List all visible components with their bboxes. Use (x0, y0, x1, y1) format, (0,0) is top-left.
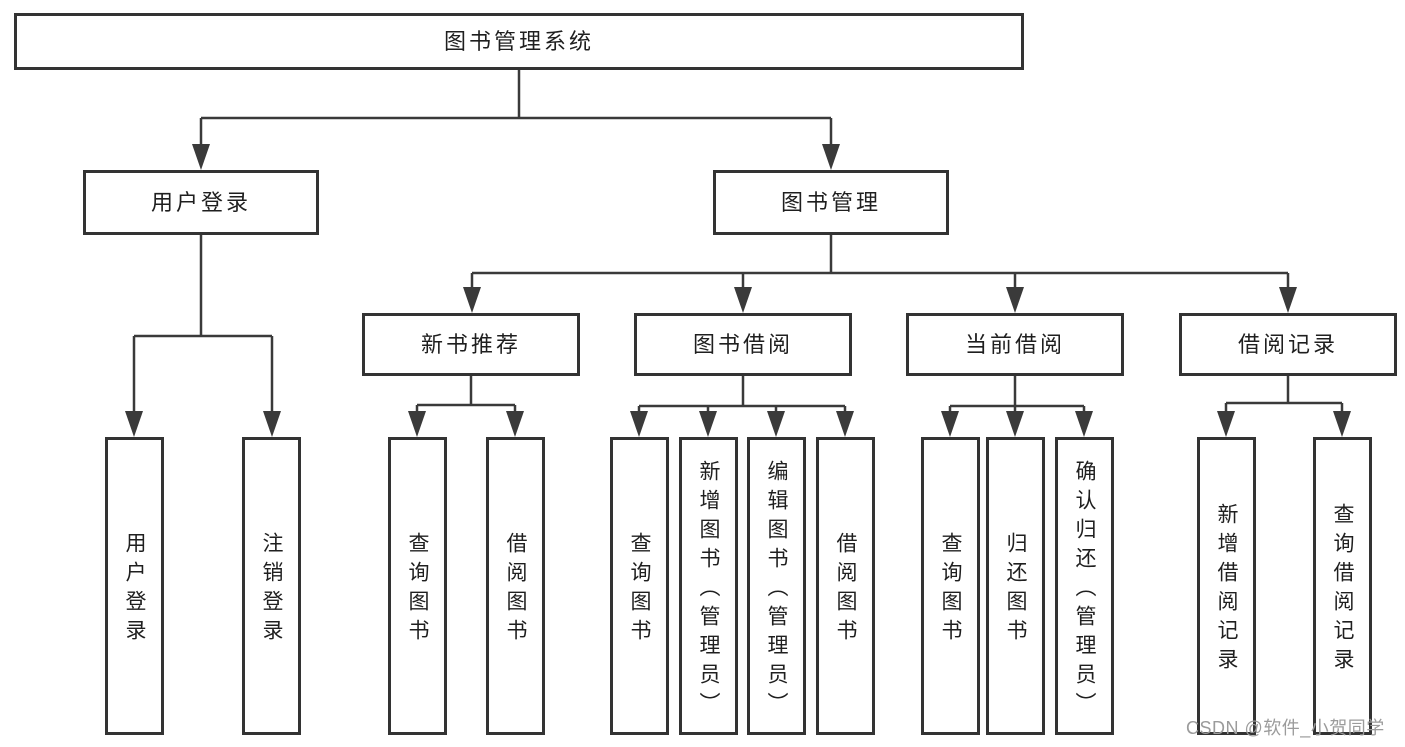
node-label: 图书管理 (780, 189, 881, 215)
node-label: 查询图书 (939, 532, 962, 648)
node-label: 查询图书 (406, 532, 429, 648)
leaf-user-login: 用户登录 (105, 437, 164, 735)
arrow-down-icon (767, 411, 785, 437)
arrow-down-icon (463, 287, 481, 313)
leaf-borrow-books-borrow: 借阅图书 (816, 437, 875, 735)
leaf-logout: 注销登录 (242, 437, 301, 735)
arrow-down-icon (836, 411, 854, 437)
node-current-borrowing: 当前借阅 (906, 313, 1124, 376)
node-label: 新书推荐 (420, 331, 521, 357)
node-label: 注销登录 (260, 532, 283, 648)
node-label: 查询借阅记录 (1331, 503, 1354, 677)
connector-paths (132, 69, 1344, 420)
node-label: 确认归还（管理员） (1073, 459, 1096, 721)
leaf-query-books-current: 查询图书 (921, 437, 980, 735)
node-user-login: 用户登录 (83, 170, 319, 235)
arrow-down-icon (192, 144, 210, 170)
node-label: 查询图书 (628, 532, 651, 648)
node-library-management-system: 图书管理系统 (14, 13, 1024, 70)
arrow-down-icon (941, 411, 959, 437)
arrow-down-icon (822, 144, 840, 170)
node-label: 编辑图书（管理员） (765, 459, 788, 721)
node-label: 借阅图书 (504, 532, 527, 648)
arrowhead-icons (125, 144, 1351, 437)
arrow-down-icon (734, 287, 752, 313)
watermark: CSDN @软件_小贺同学 (1186, 718, 1385, 738)
leaf-confirm-return-admin: 确认归还（管理员） (1055, 437, 1114, 735)
arrow-down-icon (408, 411, 426, 437)
leaf-add-borrow-record: 新增借阅记录 (1197, 437, 1256, 735)
node-label: 借阅图书 (834, 532, 857, 648)
node-label: 图书管理系统 (443, 28, 594, 54)
arrow-down-icon (1333, 411, 1351, 437)
node-label: 当前借阅 (964, 331, 1065, 357)
leaf-edit-book-admin: 编辑图书（管理员） (747, 437, 806, 735)
node-borrowing-records: 借阅记录 (1179, 313, 1397, 376)
leaf-return-book: 归还图书 (986, 437, 1045, 735)
leaf-query-books-borrow: 查询图书 (610, 437, 669, 735)
node-new-book-recommendation: 新书推荐 (362, 313, 580, 376)
node-label: 用户登录 (123, 532, 146, 648)
arrow-down-icon (506, 411, 524, 437)
leaf-borrow-books-recommend: 借阅图书 (486, 437, 545, 735)
node-book-borrowing: 图书借阅 (634, 313, 852, 376)
node-book-management: 图书管理 (713, 170, 949, 235)
node-label: 新增借阅记录 (1215, 503, 1238, 677)
node-label: 用户登录 (150, 189, 251, 215)
arrow-down-icon (1006, 411, 1024, 437)
arrow-down-icon (699, 411, 717, 437)
node-label: 借阅记录 (1237, 331, 1338, 357)
arrow-down-icon (630, 411, 648, 437)
leaf-add-book-admin: 新增图书（管理员） (679, 437, 738, 735)
node-label: 新增图书（管理员） (697, 459, 720, 721)
node-label: 图书借阅 (692, 331, 793, 357)
arrow-down-icon (125, 411, 143, 437)
arrow-down-icon (1006, 287, 1024, 313)
leaf-query-borrow-record: 查询借阅记录 (1313, 437, 1372, 735)
arrow-down-icon (1279, 287, 1297, 313)
leaf-query-books-recommend: 查询图书 (388, 437, 447, 735)
arrow-down-icon (1217, 411, 1235, 437)
node-label: 归还图书 (1004, 532, 1027, 648)
arrow-down-icon (263, 411, 281, 437)
arrow-down-icon (1075, 411, 1093, 437)
